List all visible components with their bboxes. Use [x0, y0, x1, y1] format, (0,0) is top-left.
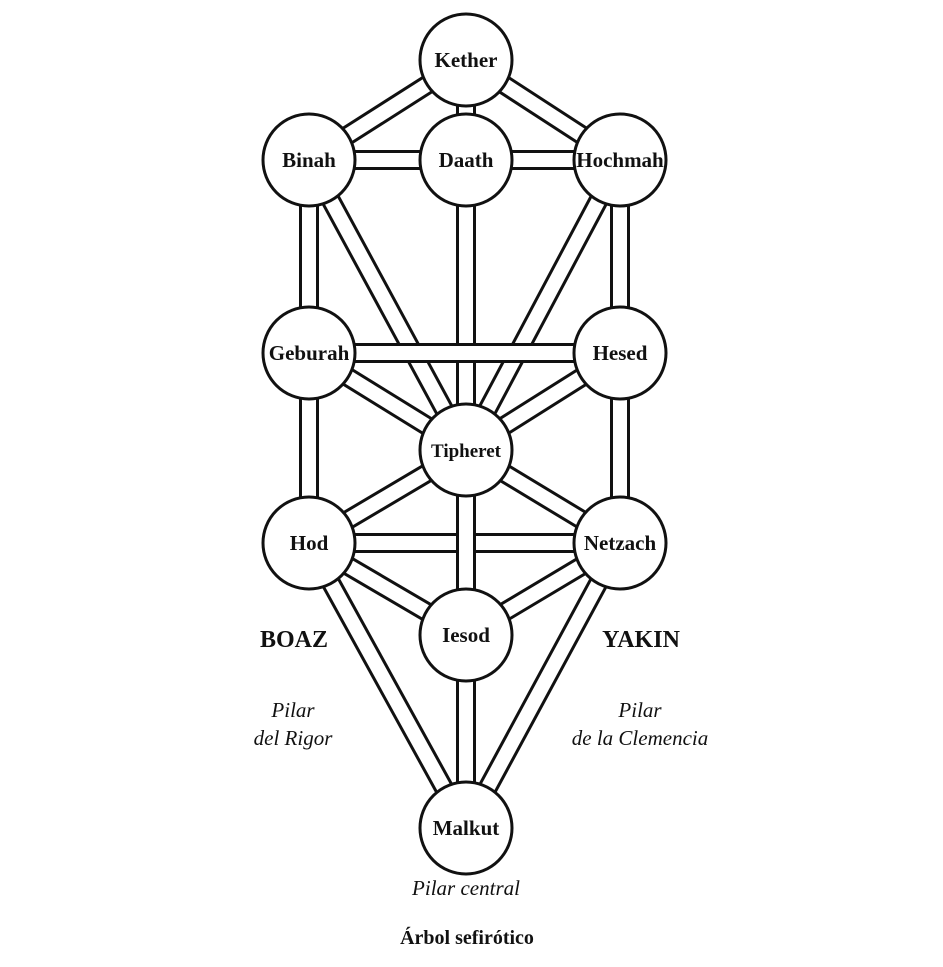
left-pillar-name: BOAZ [260, 627, 328, 653]
sefira-circle [572, 112, 668, 208]
sefira-hod: Hod [261, 495, 357, 591]
sefira-tipheret: Tipheret [418, 402, 514, 498]
center-pillar-label: Pilar central [411, 876, 520, 900]
sefira-circle [572, 495, 668, 591]
sefira-label: Hochmah [576, 148, 664, 172]
sefira-circle [418, 780, 514, 876]
sefira-circle [261, 305, 357, 401]
right-pillar-line2: de la Clemencia [572, 726, 708, 750]
sefira-geburah: Geburah [261, 305, 357, 401]
sefira-circle [418, 587, 514, 683]
sefira-malkut: Malkut [418, 780, 514, 876]
sefira-netzach: Netzach [572, 495, 668, 591]
left-pillar-line2: del Rigor [254, 726, 334, 750]
sefira-binah: Binah [261, 112, 357, 208]
sefira-circle [572, 305, 668, 401]
sefira-circle [261, 112, 357, 208]
sefira-label: Geburah [269, 341, 350, 365]
sefira-circle [418, 12, 514, 108]
sefira-daath: Daath [418, 112, 514, 208]
sefira-label: Binah [282, 148, 336, 172]
path-netzach-malkut [457, 538, 629, 833]
sefira-hochmah: Hochmah [572, 112, 668, 208]
diagram-caption: Árbol sefirótico [400, 926, 534, 949]
sefira-circle [261, 495, 357, 591]
sefira-circle [418, 112, 514, 208]
sefira-label: Hod [290, 531, 329, 555]
path-hochmah-tipheret [457, 155, 629, 455]
sefira-label: Tipheret [431, 441, 502, 462]
sefira-iesod: Iesod [418, 587, 514, 683]
sefira-label: Iesod [442, 623, 490, 647]
sefira-label: Hesed [593, 341, 648, 365]
sefira-label: Kether [435, 48, 498, 72]
path-hod-malkut [300, 538, 475, 833]
sefira-label: Malkut [433, 816, 500, 840]
sefira-label: Netzach [584, 531, 657, 555]
left-pillar-line1: Pilar [270, 698, 315, 722]
right-pillar-line1: Pilar [617, 698, 662, 722]
sefira-hesed: Hesed [572, 305, 668, 401]
path-binah-tipheret [300, 155, 475, 455]
right-pillar-name: YAKIN [602, 627, 680, 653]
sefira-label: Daath [439, 148, 494, 172]
sefira-kether: Kether [418, 12, 514, 108]
sefira-circle [418, 402, 514, 498]
